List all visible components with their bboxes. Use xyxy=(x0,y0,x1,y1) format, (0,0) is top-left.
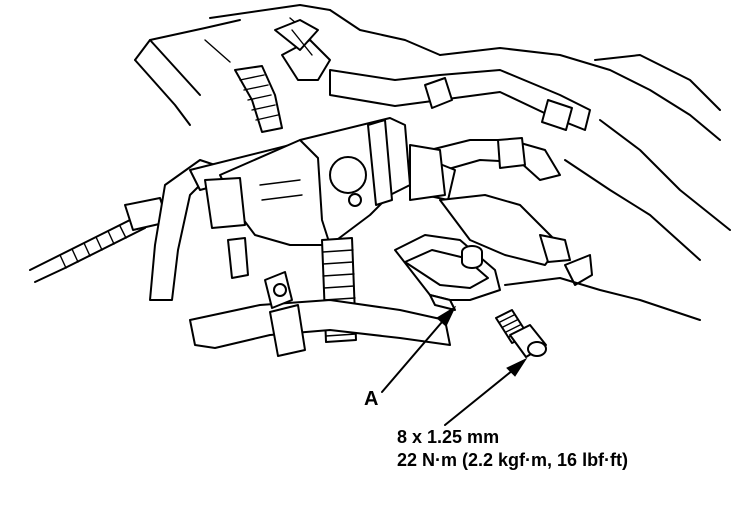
bolt xyxy=(495,309,547,358)
upper-right-hose xyxy=(329,69,591,131)
engine-background-outline xyxy=(134,4,731,261)
left-wire-harness xyxy=(29,197,169,283)
lower-hose xyxy=(189,271,451,357)
bracket-a xyxy=(394,234,501,311)
bolt-arrow xyxy=(444,357,528,426)
torque-spec: 22 N·m (2.2 kgf·m, 16 lbf·ft) xyxy=(397,450,629,470)
valve-body xyxy=(204,117,446,279)
label-a-arrow xyxy=(381,305,457,393)
upper-corrugated-hose xyxy=(234,19,331,133)
right-bracket-body xyxy=(439,194,701,321)
part-label-a: A xyxy=(364,388,379,410)
bolt-size-spec: 8 x 1.25 mm xyxy=(397,427,500,447)
